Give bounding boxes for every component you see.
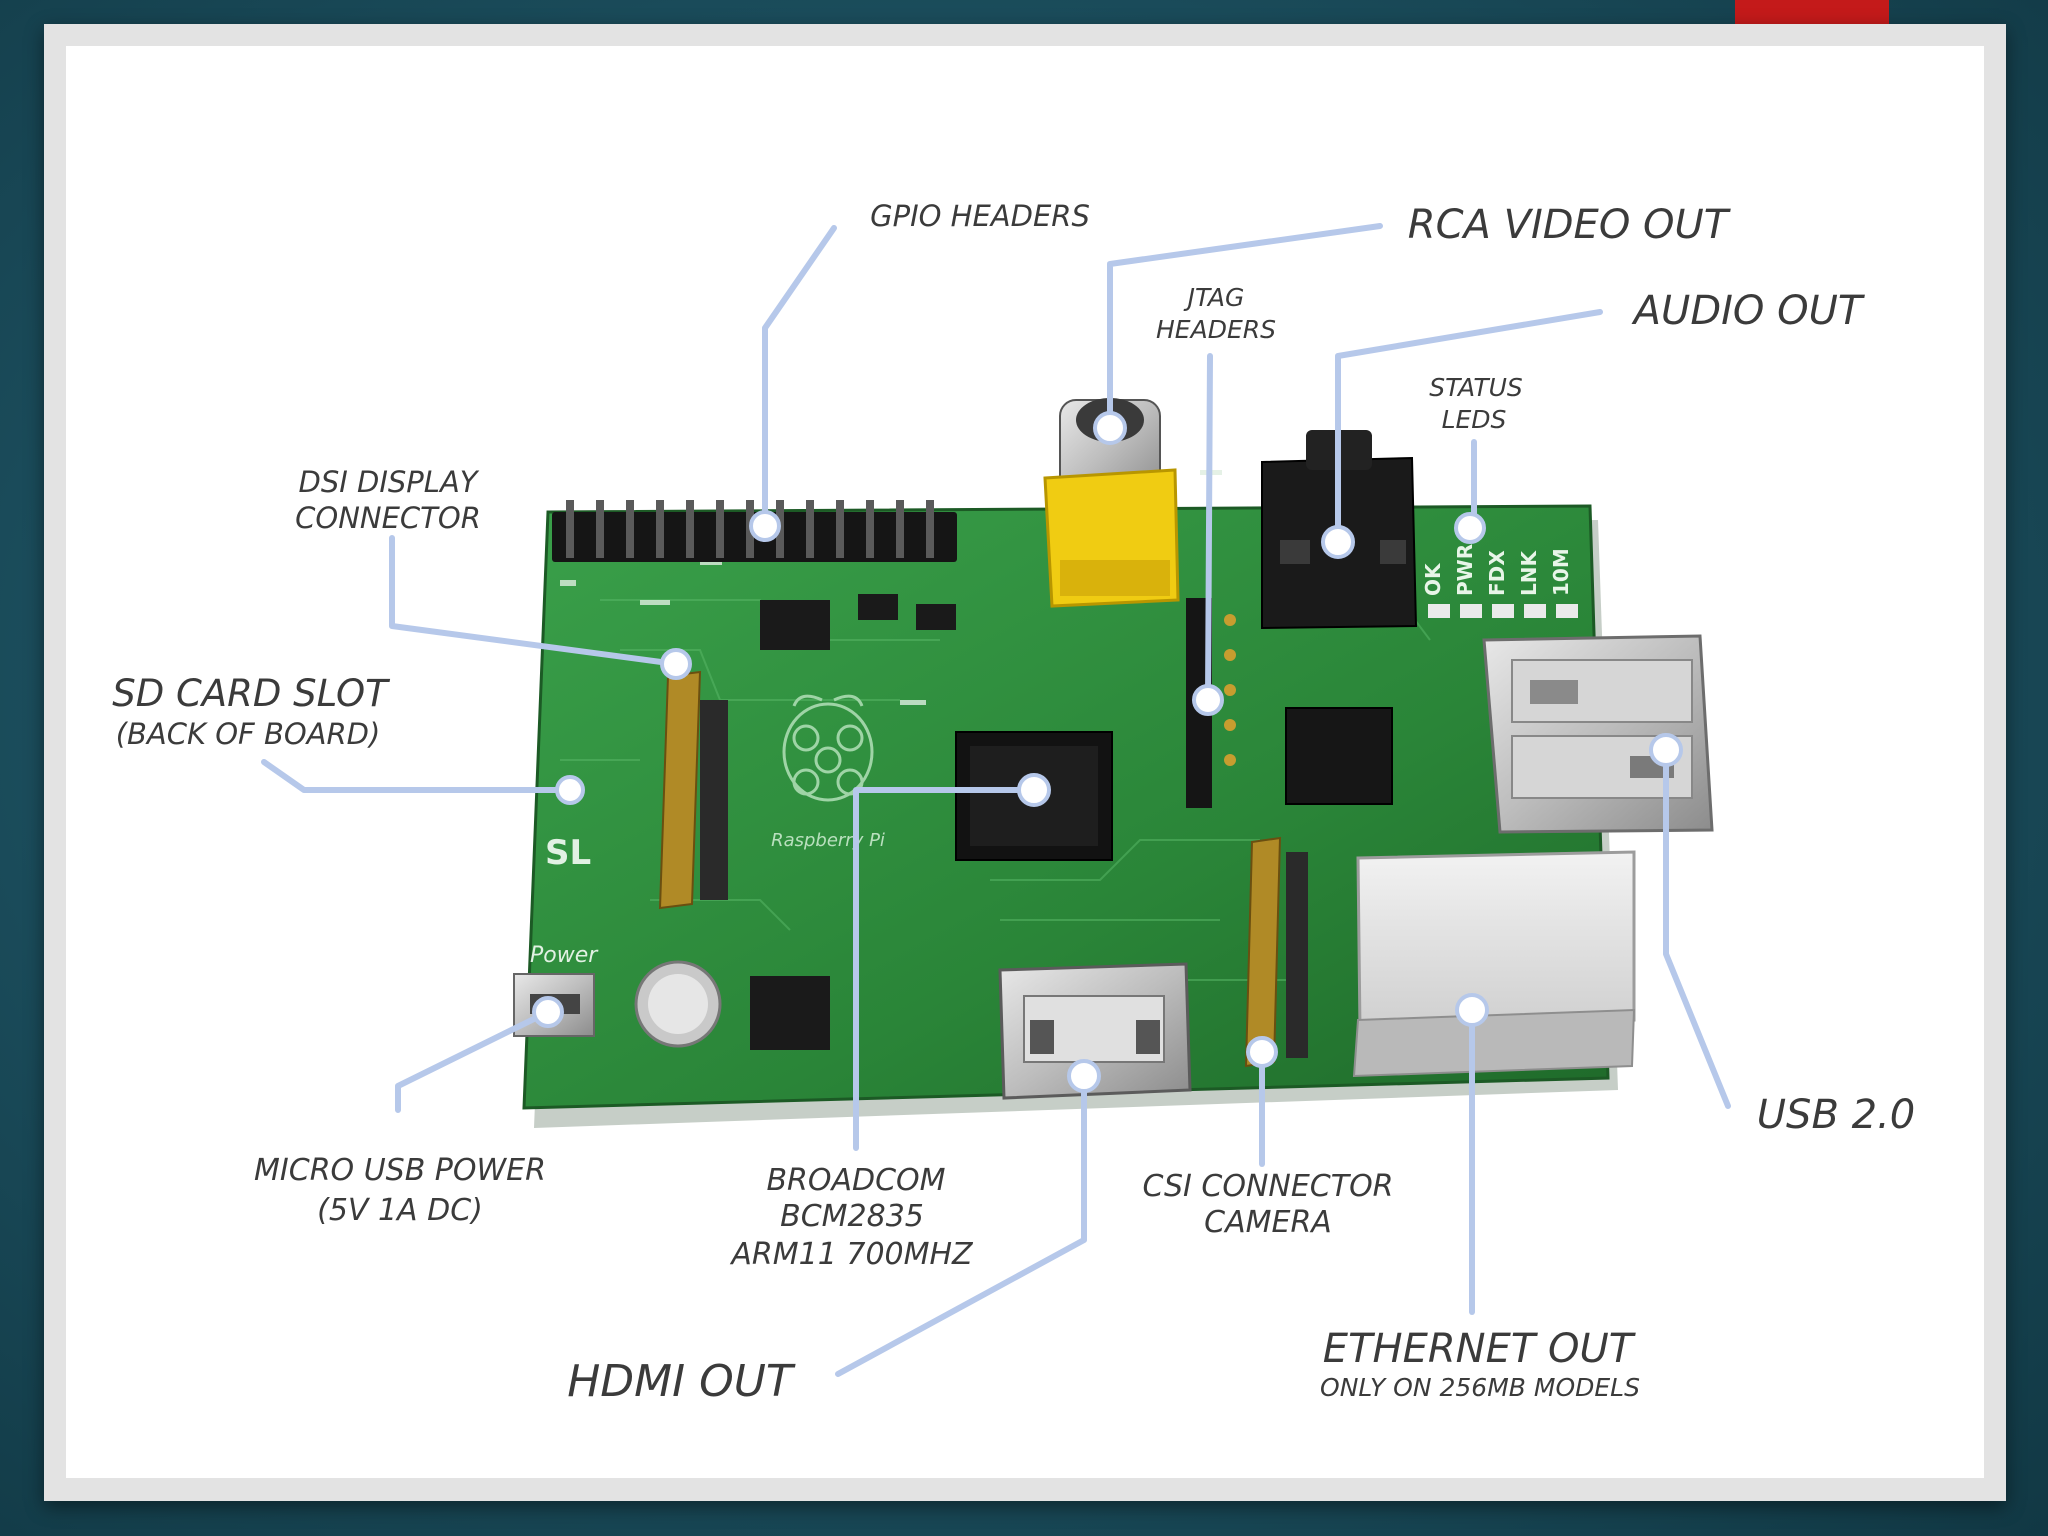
gpio-pin [836, 528, 844, 558]
gpio-pin [596, 528, 604, 558]
usb2-leader [1663, 747, 1731, 1109]
label-csi-line1: CSI CONNECTOR [1142, 1169, 1393, 1204]
gpio-pin [746, 500, 754, 530]
gpio-pin [686, 500, 694, 530]
ethernet-controller-component [1285, 707, 1393, 805]
hdmi-dot [1067, 1059, 1101, 1093]
rca-connector-component [1043, 398, 1180, 608]
leader-lines [261, 223, 1731, 1377]
power-silkscreen: Power [530, 943, 599, 968]
label-sd-line1: SD CARD SLOT [112, 672, 390, 715]
accent-bar [1735, 0, 1889, 24]
gpio-pin [596, 500, 604, 530]
label-broadcom-line2: BCM2835 [780, 1199, 924, 1234]
label-hdmi-out: HDMI OUT [567, 1356, 796, 1407]
label-jtag-line1: JTAG [1183, 283, 1245, 312]
gpio-pin [716, 500, 724, 530]
gpio-pin [776, 500, 784, 530]
gpio-pin [626, 528, 634, 558]
label-dsi-line2: CONNECTOR [295, 501, 481, 535]
usb-power-dot [532, 996, 564, 1028]
gpio-pin [866, 528, 874, 558]
led-silkscreen-label: 10M [1549, 548, 1573, 596]
jtag-leader [1205, 353, 1213, 701]
label-usb-power-line1: MICRO USB POWER [254, 1153, 546, 1188]
led-silkscreen-label: LNK [1517, 550, 1541, 596]
endpoint-dots [532, 411, 1683, 1093]
hdmi-port-component [998, 962, 1192, 1100]
gpio-pin [626, 500, 634, 530]
sl-silkscreen: SL [545, 833, 591, 873]
csi-connector-component [1244, 836, 1308, 1068]
label-broadcom-line1: BROADCOM [766, 1163, 945, 1198]
gpio-pin [896, 500, 904, 530]
sd-leader [261, 759, 573, 793]
dsi-connector-component [658, 670, 728, 910]
label-usb-2: USB 2.0 [1757, 1092, 1915, 1138]
label-usb-power-line2: (5V 1A DC) [317, 1193, 483, 1228]
status-dot [1454, 512, 1486, 544]
gpio-pin [656, 500, 664, 530]
capacitor-component [634, 960, 722, 1048]
csi-dot [1246, 1036, 1278, 1068]
audio-leader [1335, 309, 1603, 545]
rca-leader [1107, 223, 1383, 427]
dsi-dot [660, 648, 692, 680]
label-dsi-line1: DSI DISPLAY [299, 465, 480, 499]
labels: GPIO HEADERS RCA VIDEO OUT JTAG HEADERS … [112, 199, 1915, 1407]
label-rca-video-out: RCA VIDEO OUT [1408, 202, 1732, 248]
led-silkscreen-label: OK [1421, 562, 1445, 596]
label-broadcom-line3: ARM11 700MHZ [729, 1237, 974, 1272]
label-ethernet-line1: ETHERNET OUT [1323, 1326, 1637, 1372]
audio-dot [1321, 525, 1355, 559]
label-status-line2: LEDS [1442, 405, 1507, 434]
gpio-pin [686, 528, 694, 558]
gpio-pin [806, 500, 814, 530]
usb-power-leader [395, 1009, 551, 1113]
ethernet-jack-component [1352, 850, 1636, 1078]
raspberry-logo [782, 694, 874, 802]
label-sd-line2: (BACK OF BOARD) [116, 717, 381, 751]
gpio-pin [776, 528, 784, 558]
gpio-pin [926, 528, 934, 558]
broadcom-dot [1017, 773, 1051, 807]
gpio-leader [762, 225, 837, 529]
led-silkscreen-label: PWR [1453, 544, 1477, 596]
gpio-pin [866, 500, 874, 530]
label-gpio-headers: GPIO HEADERS [870, 199, 1090, 233]
gpio-pin [566, 528, 574, 558]
label-ethernet-line2: ONLY ON 256MB MODELS [1320, 1373, 1640, 1402]
gpio-pin [566, 500, 574, 530]
gpio-dot [749, 510, 781, 542]
regulator-component [750, 594, 956, 1050]
ethernet-dot [1455, 993, 1489, 1027]
hdmi-leader [835, 1073, 1087, 1377]
jtag-dot [1192, 684, 1224, 716]
label-audio-out: AUDIO OUT [1631, 288, 1866, 334]
led-silkscreen-label: FDX [1485, 550, 1509, 596]
gpio-pin [716, 528, 724, 558]
label-jtag-line2: HEADERS [1156, 315, 1276, 344]
label-status-line1: STATUS [1429, 373, 1523, 402]
rca-dot [1093, 411, 1127, 445]
gpio-pin [926, 500, 934, 530]
gpio-pin [896, 528, 904, 558]
gpio-pin [656, 528, 664, 558]
status-leds-component: OK PWR FDX LNK 10M [1421, 544, 1578, 618]
usb2-dot [1649, 733, 1683, 767]
usb-port-component [1482, 634, 1714, 834]
gpio-pin [746, 528, 754, 558]
gpio-pin [806, 528, 814, 558]
broadcom-leader [853, 787, 1037, 1151]
sd-dot [555, 775, 585, 805]
gpio-pin [836, 500, 844, 530]
dsi-leader [389, 535, 679, 667]
logo-text: Raspberry Pi [771, 830, 885, 851]
label-csi-line2: CAMERA [1204, 1205, 1332, 1240]
